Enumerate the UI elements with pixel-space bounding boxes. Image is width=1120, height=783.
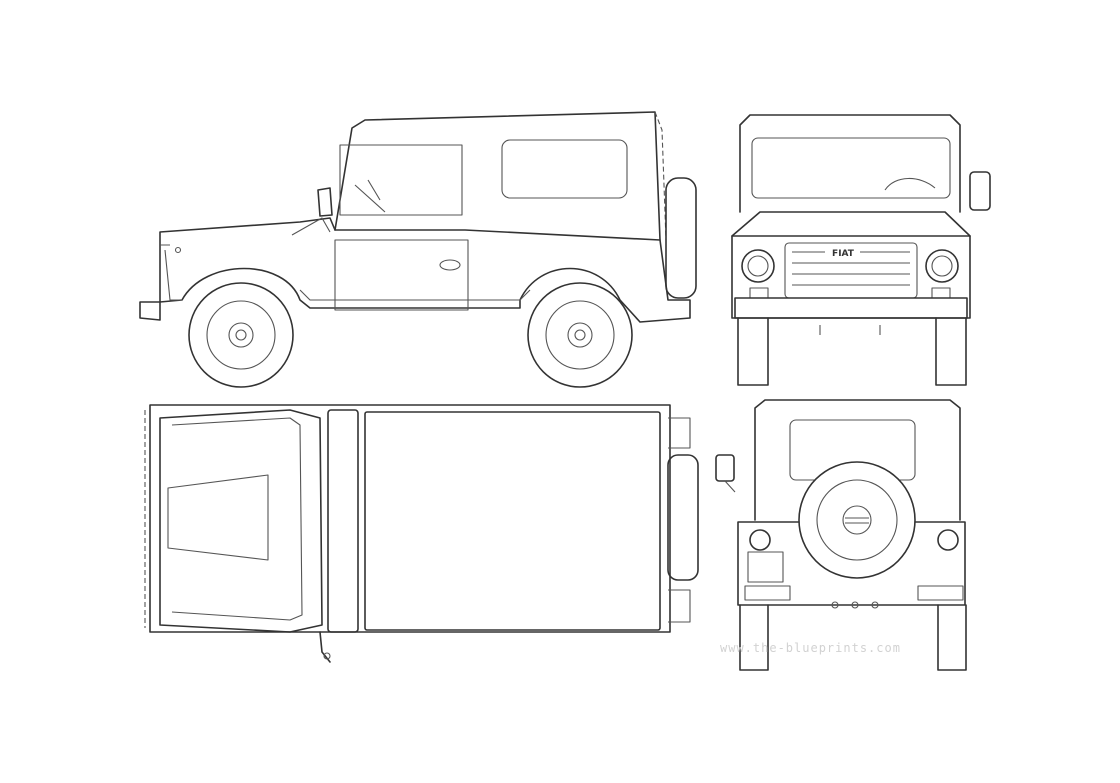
front-view: FIAT <box>731 114 991 386</box>
top-view <box>144 404 699 663</box>
grille-badge: FIAT <box>832 249 855 259</box>
side-view <box>139 111 697 388</box>
rear-view <box>715 399 967 671</box>
watermark-text: www.the-blueprints.com <box>720 641 901 655</box>
